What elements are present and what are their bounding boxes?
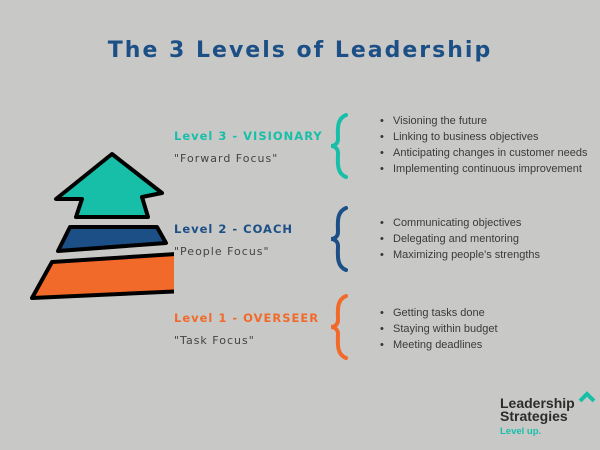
level-2-block: Level 2 - COACH "People Focus": [174, 222, 293, 258]
middle-band: [58, 227, 166, 251]
level-1-name: Level 1 - OVERSEER: [174, 311, 319, 325]
logo-tagline: Level up.: [500, 426, 575, 437]
level-3-block: Level 3 - VISIONARY "Forward Focus": [174, 129, 323, 165]
list-item: Maximizing people's strengths: [380, 247, 540, 263]
level-3-focus: "Forward Focus": [174, 152, 323, 165]
level-3-bullets: Visioning the future Linking to business…: [380, 113, 587, 177]
level-1-bullets: Getting tasks done Staying within budget…: [380, 305, 498, 353]
arrow-up-icon: [56, 154, 162, 217]
brace-icon-level-2: [328, 206, 350, 272]
level-2-focus: "People Focus": [174, 245, 293, 258]
list-item: Linking to business objectives: [380, 129, 587, 145]
bottom-band: [32, 254, 174, 298]
leadership-strategies-logo: Leadership Strategies Level up.: [500, 397, 575, 437]
pyramid-graphic: [24, 150, 174, 310]
logo-line-2: Strategies: [500, 410, 575, 423]
list-item: Communicating objectives: [380, 215, 540, 231]
chevron-up-icon: [578, 391, 596, 403]
page-title: The 3 Levels of Leadership: [0, 38, 600, 63]
list-item: Meeting deadlines: [380, 337, 498, 353]
list-item: Visioning the future: [380, 113, 587, 129]
brace-icon-level-1: [328, 294, 350, 360]
level-2-bullets: Communicating objectives Delegating and …: [380, 215, 540, 263]
list-item: Getting tasks done: [380, 305, 498, 321]
level-1-focus: "Task Focus": [174, 334, 319, 347]
level-3-name: Level 3 - VISIONARY: [174, 129, 323, 143]
level-1-block: Level 1 - OVERSEER "Task Focus": [174, 311, 319, 347]
list-item: Staying within budget: [380, 321, 498, 337]
list-item: Implementing continuous improvement: [380, 161, 587, 177]
brace-icon-level-3: [328, 113, 350, 179]
list-item: Delegating and mentoring: [380, 231, 540, 247]
level-2-name: Level 2 - COACH: [174, 222, 293, 236]
list-item: Anticipating changes in customer needs: [380, 145, 587, 161]
